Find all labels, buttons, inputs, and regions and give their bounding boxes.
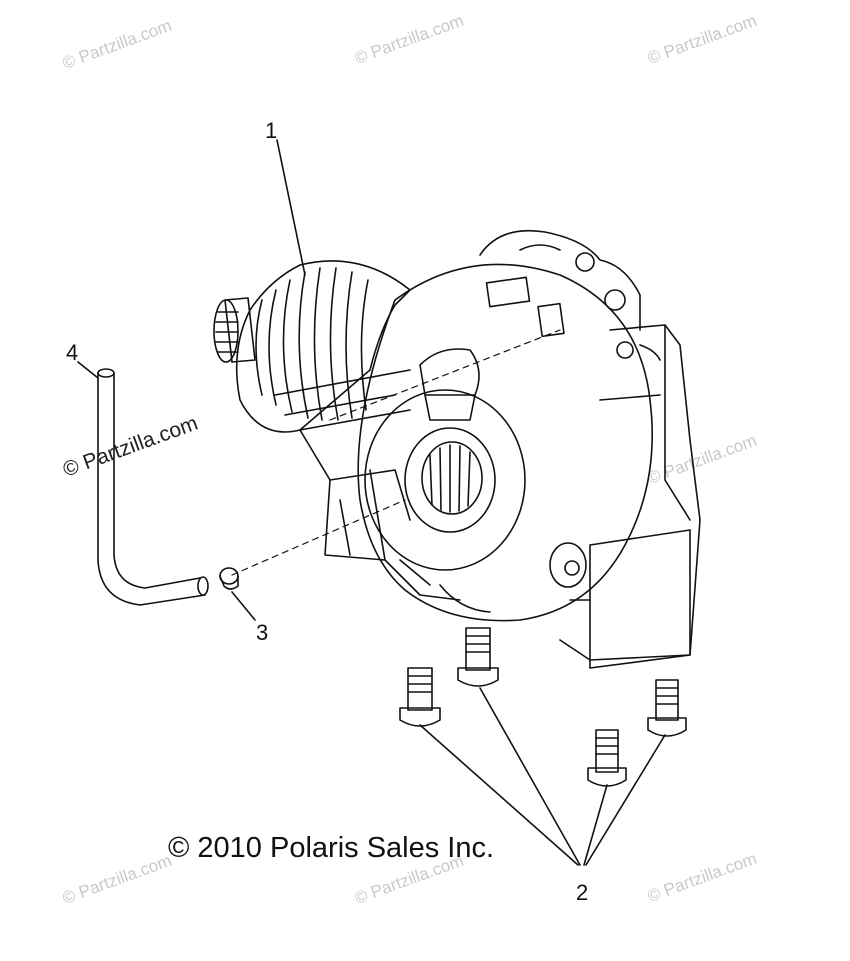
leader-3 (231, 591, 256, 621)
copyright-text: © 2010 Polaris Sales Inc. (168, 832, 495, 864)
leader-2a (419, 724, 579, 866)
hose-part-4 (97, 368, 209, 606)
callout-1: 1 (265, 118, 278, 143)
dashed-leader-2 (329, 329, 561, 421)
callout-3: 3 (256, 620, 269, 645)
callout-2: 2 (576, 880, 589, 905)
leader-2d (585, 734, 666, 866)
bolt-3 (647, 679, 687, 737)
callout-4: 4 (66, 340, 79, 365)
leader-2b (479, 687, 581, 866)
leader-1 (276, 139, 306, 276)
plug-part-3 (219, 567, 239, 590)
bolt-1 (457, 627, 499, 687)
gearcase-housing (213, 229, 701, 669)
leader-4 (77, 361, 99, 379)
leader-2c (583, 784, 608, 866)
dashed-leader-3 (231, 499, 406, 576)
bolt-2 (399, 667, 441, 727)
bolt-4 (587, 729, 627, 787)
